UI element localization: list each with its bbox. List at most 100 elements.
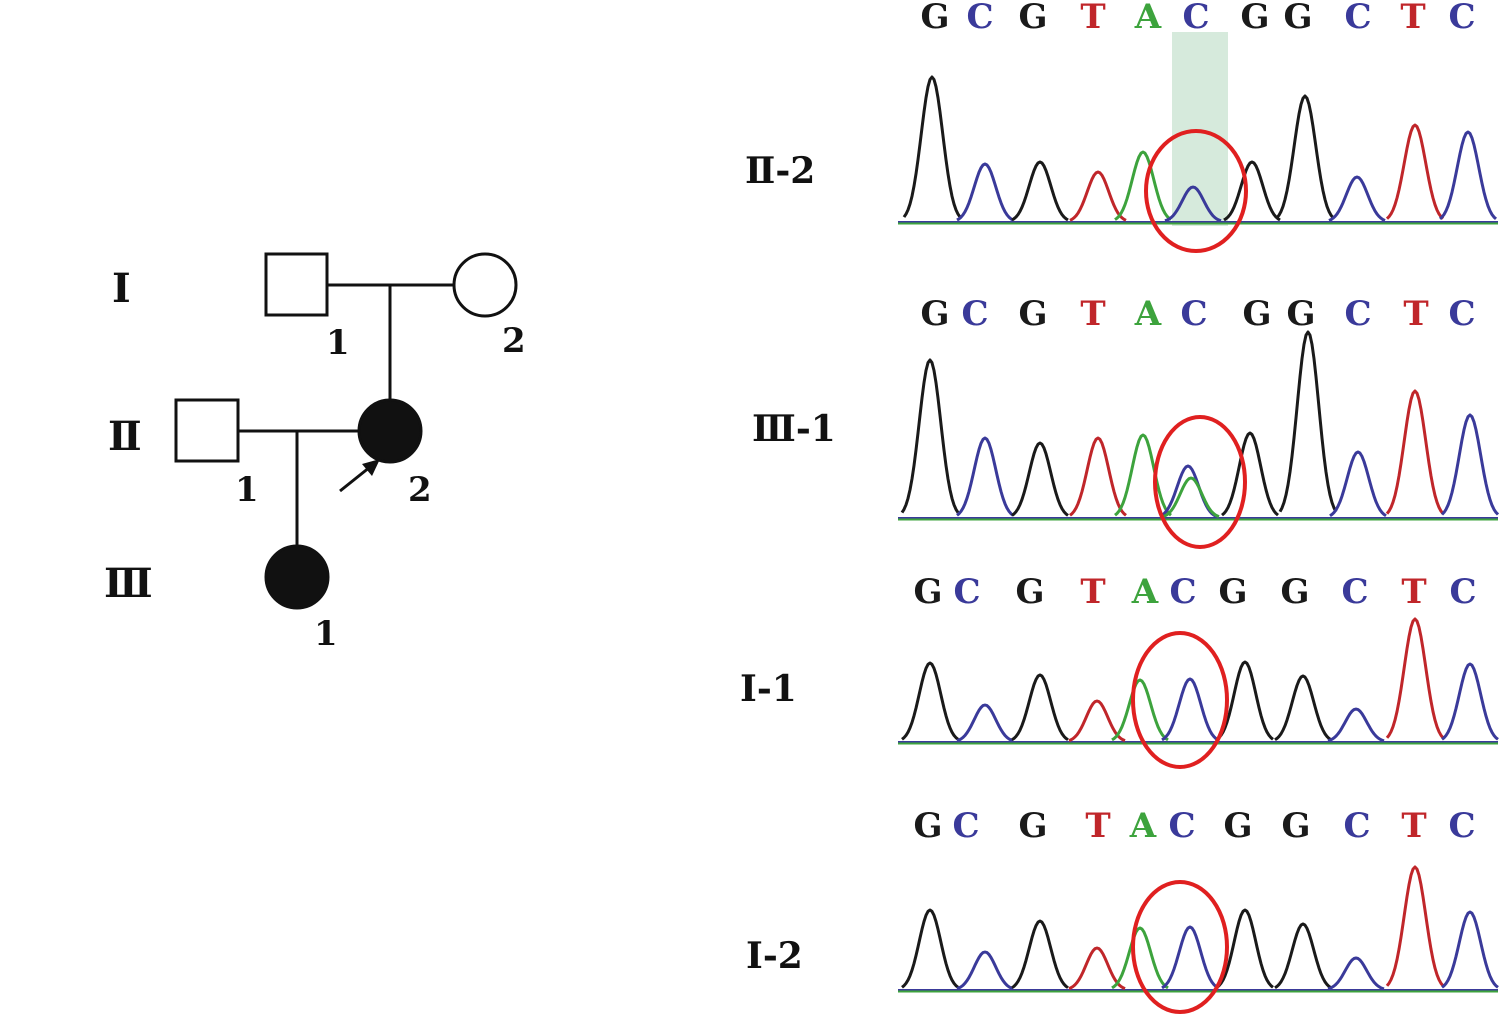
base-call-letter: C (966, 0, 993, 37)
individual-I-2-number: 2 (502, 321, 526, 361)
individual-II-2-affected-female-symbol (357, 398, 423, 464)
trace-peak (1385, 865, 1445, 987)
trace-peak (1114, 433, 1172, 517)
base-call-letter: C (1344, 0, 1371, 37)
base-call-letter: G (1018, 0, 1047, 37)
trace-peak (900, 358, 960, 514)
trace-peak (1216, 660, 1274, 741)
trace-peak (1216, 908, 1274, 989)
base-call-letter: A (1131, 572, 1159, 612)
base-call-letter: T (1080, 294, 1105, 334)
individual-II-1-male-symbol (174, 398, 240, 463)
trace-peak (1069, 170, 1127, 222)
trace-peak (1068, 699, 1126, 742)
base-call-letter: C (1448, 806, 1475, 846)
trace-peak (1441, 662, 1499, 741)
individual-I-1-male-symbol (264, 252, 329, 317)
generation-label-3: Ⅲ (104, 560, 153, 607)
trace-peak (1327, 707, 1385, 743)
base-call-letter: C (952, 806, 979, 846)
trace-peak (902, 75, 962, 218)
base-call-letter: C (1341, 572, 1368, 612)
base-call-letter: C (1182, 0, 1209, 37)
base-call-letter: T (1401, 806, 1426, 846)
base-call-letter: G (1218, 572, 1247, 612)
trace-peak (1223, 160, 1281, 222)
individual-II-1-number: 1 (235, 470, 259, 510)
variant-circle-marker (1153, 415, 1247, 549)
trace-peak (1278, 330, 1338, 513)
base-call-letter: T (1085, 806, 1110, 846)
trace-peak (1385, 389, 1445, 515)
trace-peak (1385, 123, 1445, 220)
base-call-letter: C (961, 294, 988, 334)
individual-I-2-female-symbol (452, 252, 518, 318)
base-call-letter: G (1018, 294, 1047, 334)
base-call-letter: G (1283, 0, 1312, 37)
base-call-letter: A (1134, 0, 1162, 37)
base-call-letter: G (1242, 294, 1271, 334)
chromatogram-sample-label: Ⅱ-2 (745, 150, 815, 192)
trace-peak (901, 908, 959, 989)
base-call-letter: C (1180, 294, 1207, 334)
base-call-letter: C (953, 572, 980, 612)
individual-II-2-number: 2 (408, 470, 432, 510)
trace-peak (1111, 678, 1169, 742)
trace-peak (956, 162, 1014, 222)
chromatogram-sample-label: Ⅲ-1 (752, 408, 836, 450)
chromatogram-sample-label: Ⅰ-1 (740, 668, 797, 710)
trace-peak (1275, 94, 1335, 219)
proband-arrow-icon (339, 459, 380, 493)
trace-peak (1274, 674, 1332, 742)
variant-circle-marker (1131, 631, 1229, 769)
trace-peak (1111, 926, 1169, 990)
trace-peak (1221, 431, 1279, 517)
trace-peak (1441, 910, 1499, 989)
base-call-letter: C (1343, 806, 1370, 846)
base-call-letter: A (1134, 294, 1162, 334)
trace-peak (1385, 617, 1445, 739)
trace-peak (901, 661, 959, 741)
trace-peak (1069, 436, 1127, 517)
base-call-letter: G (1015, 572, 1044, 612)
base-call-letter: T (1401, 572, 1426, 612)
trace-peak (1161, 677, 1219, 742)
base-call-letter: T (1400, 0, 1425, 37)
base-call-letter: G (1018, 806, 1047, 846)
base-call-letter: C (1449, 572, 1476, 612)
base-call-letter: G (1240, 0, 1269, 37)
trace-peak (1068, 946, 1126, 990)
trace-peak (1162, 476, 1220, 518)
trace-peak (1327, 956, 1385, 991)
base-call-letter: C (1168, 806, 1195, 846)
trace-peak (1161, 925, 1219, 990)
base-call-letter: T (1080, 0, 1105, 37)
trace-peak (1328, 175, 1386, 222)
base-call-letter: G (913, 572, 942, 612)
individual-III-1-affected-female-symbol (264, 544, 330, 610)
trace-peak (1274, 922, 1332, 990)
trace-peak (1438, 130, 1498, 221)
trace-peak (1011, 160, 1069, 222)
base-call-letter: G (1280, 572, 1309, 612)
trace-peak (956, 436, 1014, 517)
individual-I-1-number: 1 (326, 323, 350, 363)
trace-peak (956, 950, 1014, 991)
trace-peak (1164, 185, 1222, 223)
base-call-letter: C (1448, 294, 1475, 334)
trace-peak (1011, 441, 1069, 517)
base-call-letter: G (1281, 806, 1310, 846)
base-call-letter: G (1223, 806, 1252, 846)
base-call-letter: C (1344, 294, 1371, 334)
base-call-letter: G (913, 806, 942, 846)
individual-III-1-number: 1 (314, 614, 338, 654)
trace-peak (1114, 150, 1172, 221)
chromatogram-sample-label: Ⅰ-2 (746, 935, 803, 977)
base-call-letter: C (1448, 0, 1475, 37)
